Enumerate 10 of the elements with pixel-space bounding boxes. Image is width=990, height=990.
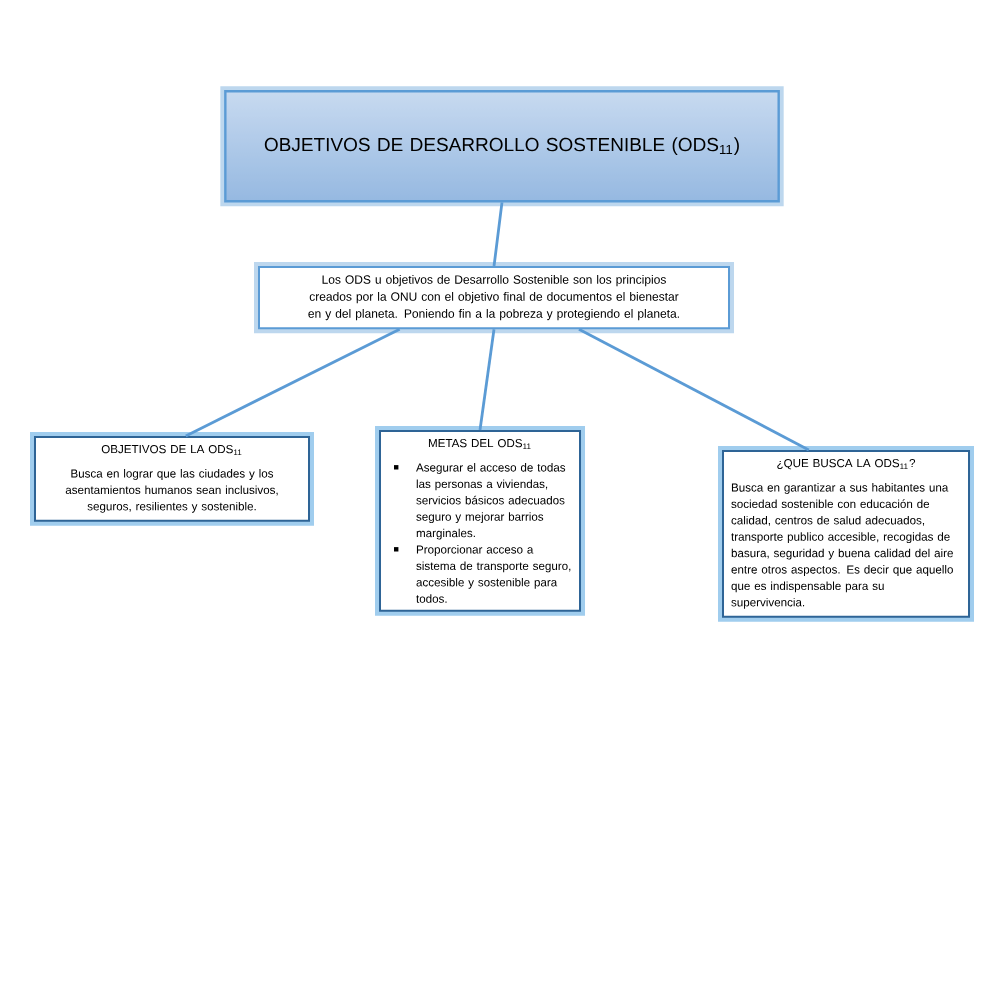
title: OBJETIVOS DE DESARROLLO SOSTENIBLE (ODS$_{11}$) [264,137,739,156]
connector-line [185,327,401,438]
description-box [254,262,734,334]
info-box [375,426,585,616]
title-box [220,86,784,207]
info-box [30,432,314,526]
connector-line [492,202,504,267]
info-box [718,446,974,622]
connector-line [578,327,810,452]
connector-line [478,329,496,431]
